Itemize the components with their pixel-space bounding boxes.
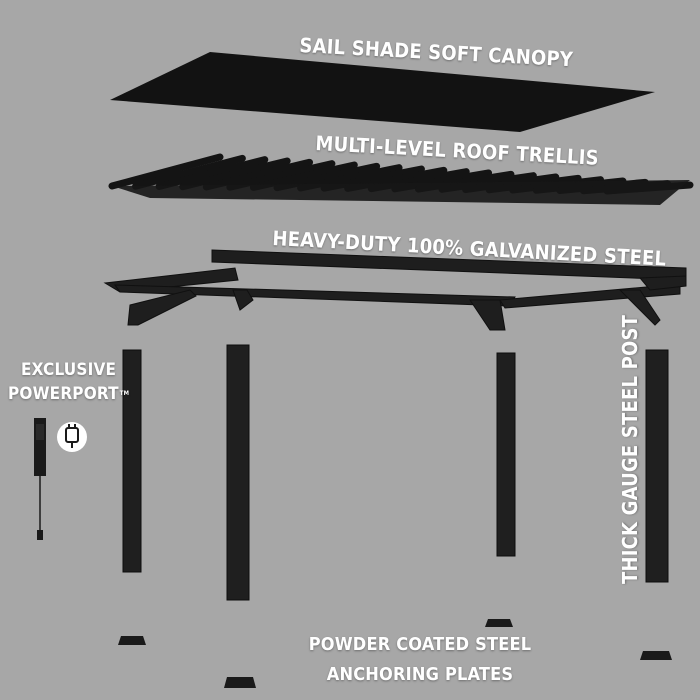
post-back-left [122, 349, 142, 573]
sail-shade-canopy [110, 52, 655, 132]
plate-2 [224, 677, 256, 688]
bracket-right [618, 289, 661, 326]
plates-label: POWDER COATED STEEL ANCHORING PLATES [300, 630, 540, 690]
post-front-right [645, 349, 669, 583]
post-front-left [226, 344, 250, 601]
powerport-device [34, 418, 46, 540]
roof-trellis [108, 153, 694, 205]
bracket-mid-left [232, 289, 254, 311]
plates-label-line1: POWDER COATED STEEL [308, 634, 532, 655]
post-label: THICK GAUGE STEEL POST [618, 314, 642, 584]
trellis-slat [179, 157, 291, 191]
powerport-label: EXCLUSIVE POWERPORTTM [8, 358, 129, 406]
trellis-slat [226, 160, 336, 191]
powerport-label-line2: POWERPORTTM [8, 382, 129, 406]
post-back-right [496, 352, 516, 557]
powerport-label-line1: EXCLUSIVE [21, 360, 117, 380]
trellis-crossbar [112, 180, 690, 205]
trellis-slat [202, 158, 314, 191]
trellis-slat [273, 162, 381, 192]
plates-label-line2: ANCHORING PLATES [326, 664, 514, 685]
plate-4 [640, 651, 672, 660]
power-plug-icon [57, 422, 87, 452]
rear-beam-right [638, 275, 687, 291]
trademark-mark: TM [119, 390, 130, 397]
plate-1 [118, 636, 146, 645]
steel-frame [103, 249, 687, 331]
powerport-label-text: POWERPORT [8, 384, 119, 404]
trellis-slat [132, 154, 246, 190]
trellis-slat [249, 161, 358, 191]
bracket-left [127, 289, 197, 326]
bracket-mid-right [469, 299, 506, 331]
trellis-slat [155, 156, 269, 190]
anchoring-plates [118, 619, 672, 688]
plate-3 [485, 619, 513, 627]
trellis-slat [108, 153, 224, 190]
steel-posts [122, 344, 669, 601]
